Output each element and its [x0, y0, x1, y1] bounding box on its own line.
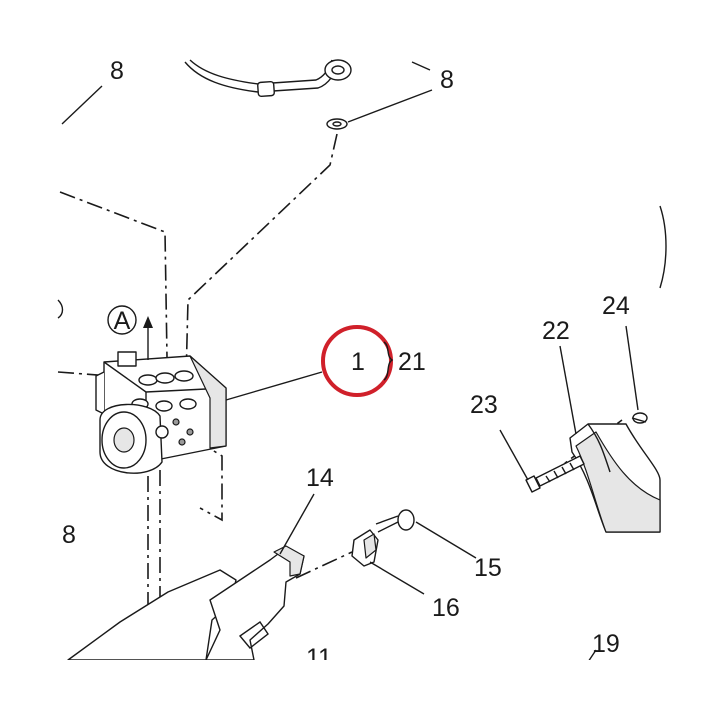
cover-part-22: [569, 423, 661, 533]
callout-23: 23: [470, 391, 498, 419]
leader-23: [499, 429, 529, 481]
bracket-14: [67, 545, 305, 661]
bracket-1-21: [383, 341, 394, 381]
callout-1: 1: [351, 348, 365, 376]
leader-1: [225, 371, 323, 401]
assembly-line-lower-c: [195, 439, 223, 522]
leader-14: [279, 493, 315, 555]
view-marker-a: A: [107, 305, 137, 335]
assembly-line-center: [185, 133, 338, 381]
callout-21: 21: [398, 348, 426, 376]
pipe-washer: [326, 118, 348, 130]
callout-14: 14: [306, 464, 334, 492]
screw-15: [375, 509, 415, 533]
direction-arrow-head: [143, 316, 153, 328]
callout-8-top-right: 8: [440, 66, 454, 94]
callout-22: 22: [542, 317, 570, 345]
leader-8-top-left: [61, 85, 103, 125]
callout-8-top-left: 8: [110, 57, 124, 85]
leader-8-top-right-a: [411, 61, 431, 71]
leader-24: [625, 325, 639, 411]
callout-16: 16: [432, 594, 460, 622]
bottom-margin: [0, 660, 720, 720]
callout-24: 24: [602, 292, 630, 320]
callout-15: 15: [474, 554, 502, 582]
leader-22: [559, 345, 577, 435]
callout-8-left: 8: [62, 521, 76, 549]
bolt-23: [525, 455, 585, 493]
assembly-line-bracket: [295, 551, 353, 579]
outline-fragment-left: [57, 299, 64, 319]
nut-24: [631, 412, 648, 424]
abs-motor: [99, 403, 169, 474]
callout-19: 19: [592, 630, 620, 658]
leader-16: [369, 561, 425, 595]
outline-fragment-right: [659, 205, 667, 289]
clip-16: [351, 529, 379, 567]
leader-15: [415, 521, 477, 559]
brake-pipe: [184, 59, 352, 98]
leader-8-top-right-b: [347, 89, 433, 123]
view-marker-a-label: A: [114, 307, 131, 335]
